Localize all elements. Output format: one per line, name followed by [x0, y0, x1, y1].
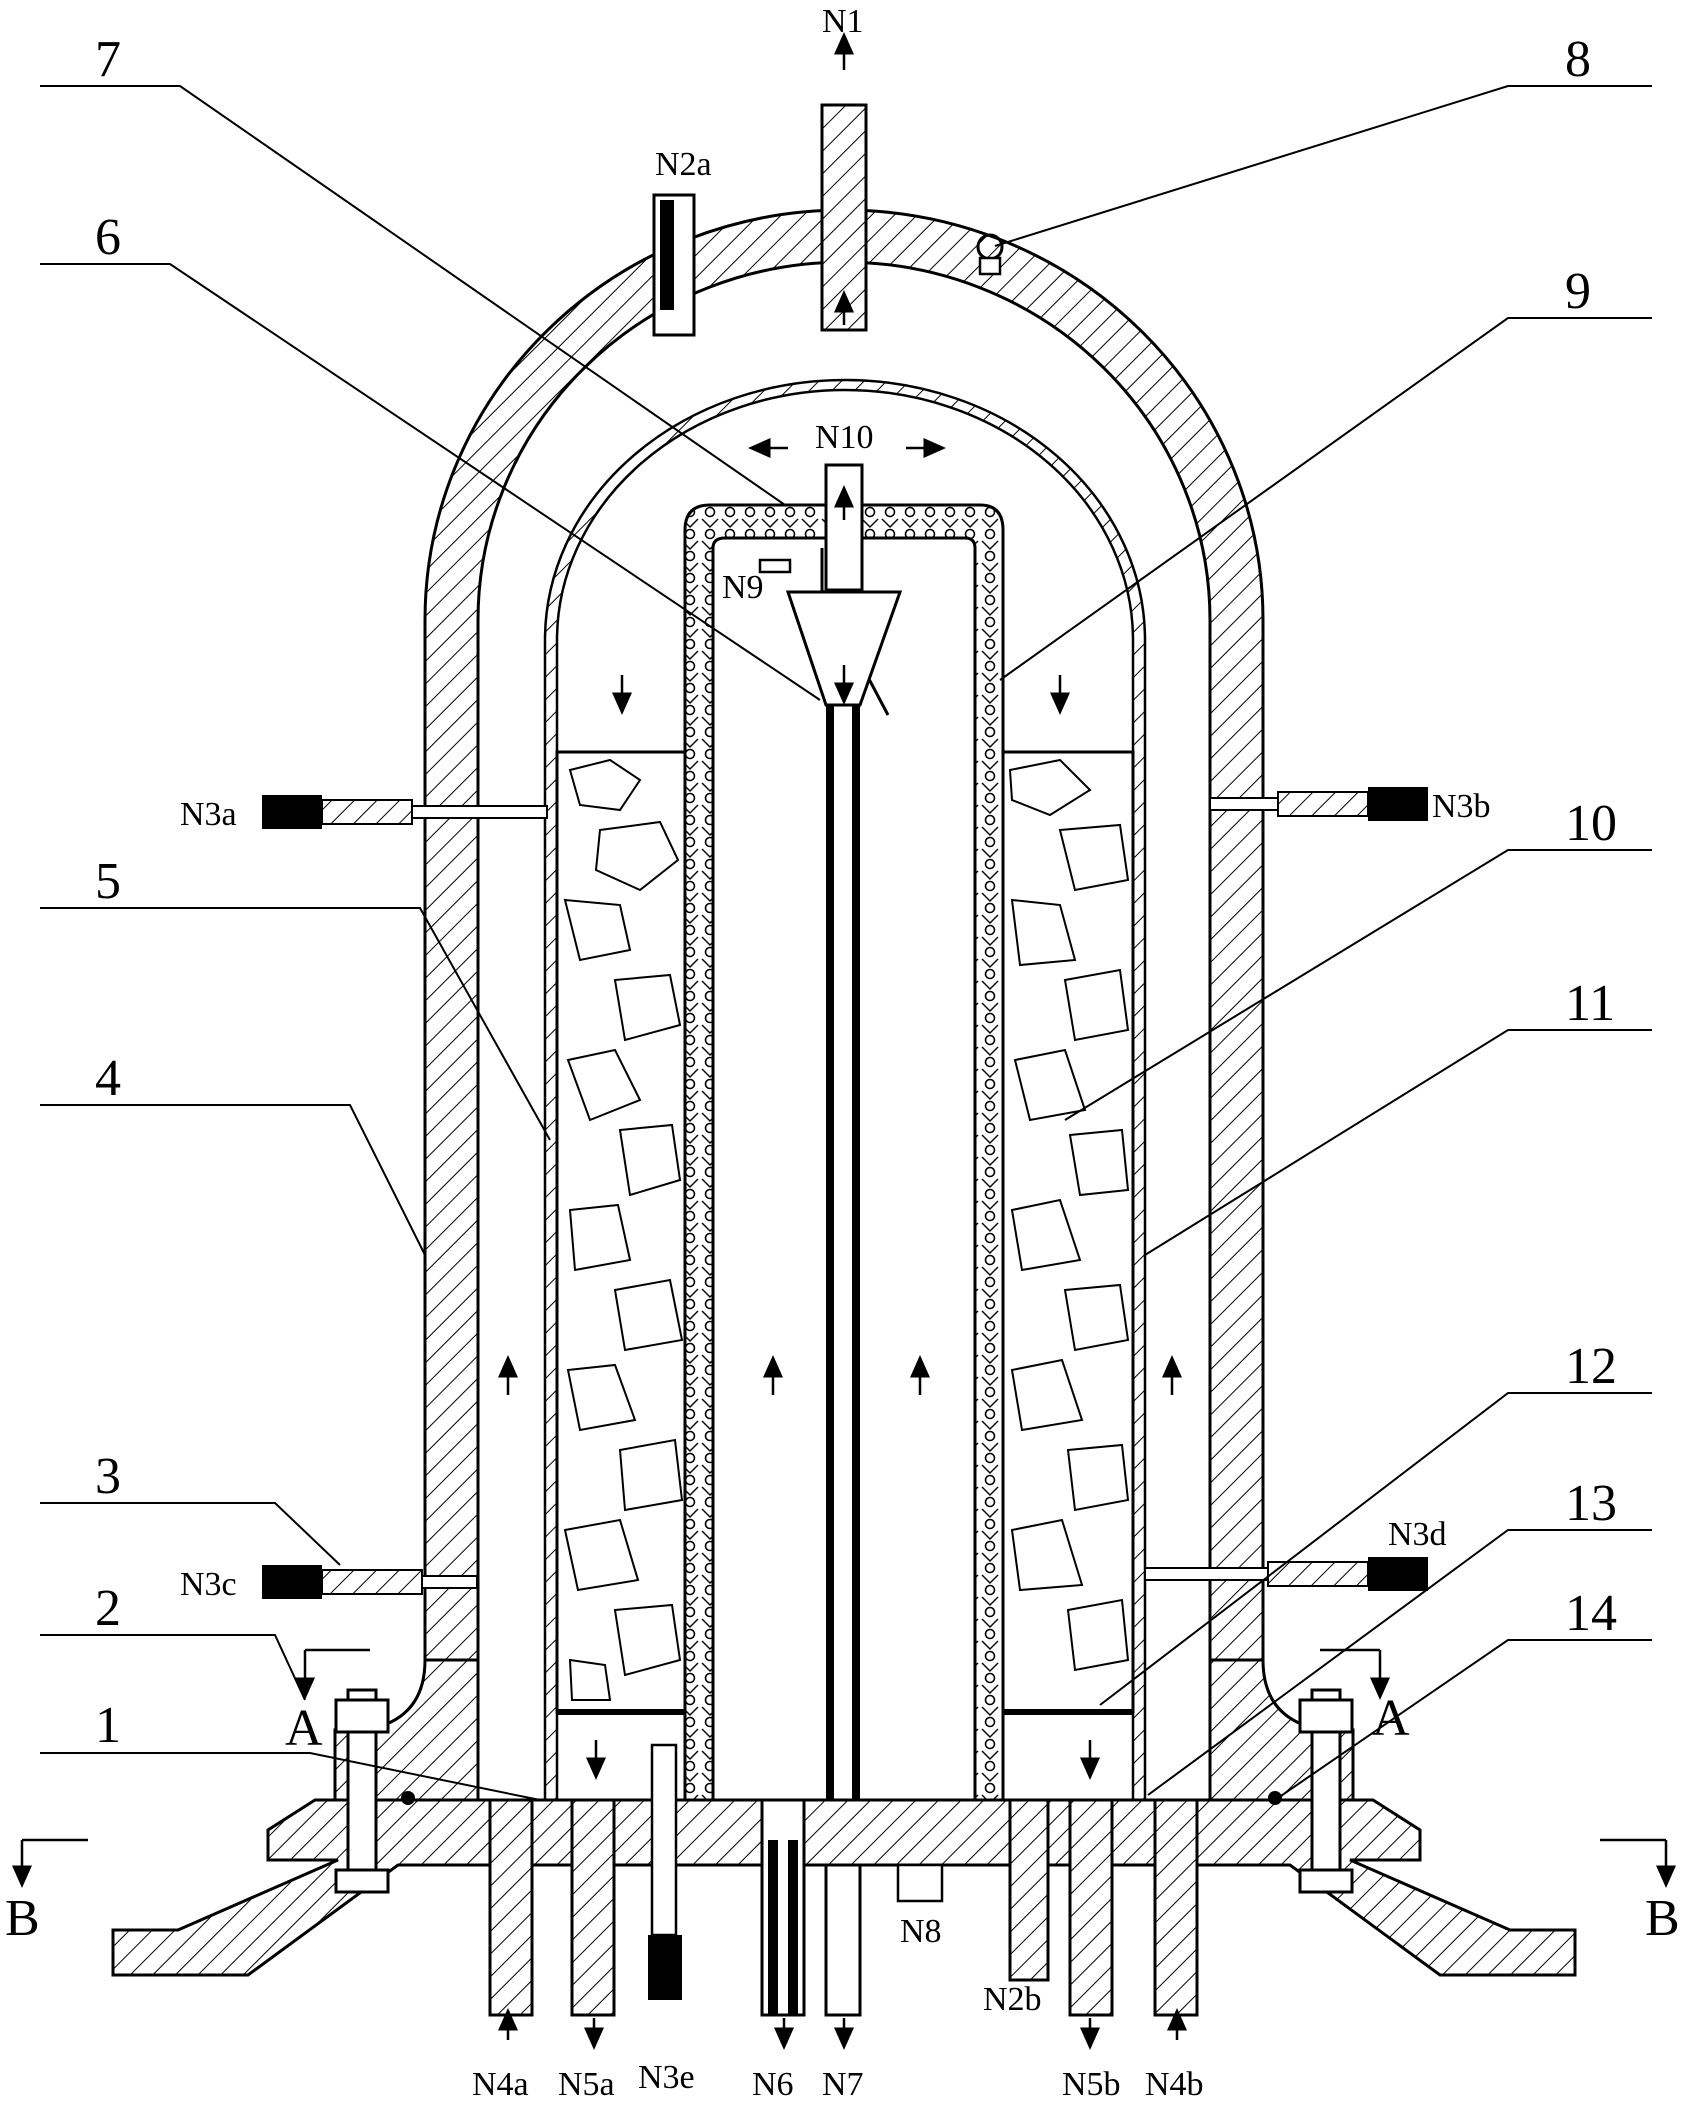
n2b-pipe — [1008, 1798, 1050, 1982]
catalyst-bed-left — [555, 750, 687, 1714]
seal-left — [401, 1791, 415, 1805]
nozzle-label-n3c: N3c — [180, 1566, 237, 1603]
n3e-thermowell — [648, 1743, 682, 2000]
section-marks — [12, 1648, 1676, 1888]
flow-arrows — [498, 32, 1187, 2050]
nozzle-label-n4a: N4a — [472, 2066, 529, 2103]
part-label-9: 9 — [1565, 263, 1591, 320]
nozzle-label-n9: N9 — [722, 569, 764, 606]
n3d-thermowell — [1144, 1557, 1428, 1591]
part-label-13: 13 — [1565, 1475, 1617, 1532]
catalyst-stones-left — [563, 758, 684, 1701]
nozzle-label-n5a: N5a — [558, 2066, 615, 2103]
part-label-5: 5 — [95, 853, 121, 910]
bolt-left — [334, 1688, 390, 1894]
part-label-14: 14 — [1565, 1585, 1617, 1642]
lifting-lug-icon — [976, 233, 1004, 276]
section-label-b-right: B — [1645, 1890, 1680, 1947]
catalyst-stones-right — [1008, 758, 1130, 1672]
part-label-1: 1 — [95, 1697, 121, 1754]
part-label-11: 11 — [1565, 975, 1615, 1032]
section-label-a-right: A — [1372, 1690, 1410, 1747]
seal-right — [1268, 1791, 1282, 1805]
part-label-12: 12 — [1565, 1338, 1617, 1395]
n5a-pipe — [570, 1798, 616, 2017]
nozzle-label-n1: N1 — [822, 3, 864, 40]
nozzle-label-n3b: N3b — [1432, 788, 1491, 825]
catalyst-bed-right — [1001, 750, 1135, 1714]
part-label-3: 3 — [95, 1448, 121, 1505]
nozzle-label-n8: N8 — [900, 1913, 942, 1950]
central-pipe-wall-left — [826, 705, 834, 1805]
n9-nozzle — [758, 558, 792, 574]
part-label-2: 2 — [95, 1580, 121, 1637]
n4a-pipe — [488, 1798, 534, 2017]
n10-outlet-pipe — [824, 463, 864, 592]
part-label-8: 8 — [1565, 31, 1591, 88]
section-label-a-left: A — [285, 1700, 323, 1757]
nozzle-label-n2a: N2a — [655, 146, 712, 183]
n6-pipe — [760, 1798, 806, 2017]
nozzle-label-n4b: N4b — [1145, 2066, 1204, 2103]
n5b-pipe — [1068, 1798, 1114, 2017]
part-label-4: 4 — [95, 1050, 121, 1107]
n1-pipe — [820, 103, 868, 332]
nozzle-label-n3a: N3a — [180, 796, 237, 833]
nozzle-label-n7: N7 — [822, 2066, 864, 2103]
nozzle-label-n6: N6 — [752, 2066, 794, 2103]
nozzle-label-n3d: N3d — [1388, 1516, 1447, 1553]
n3b-thermowell — [1209, 787, 1428, 821]
part-label-10: 10 — [1565, 795, 1617, 852]
n4b-pipe — [1153, 1798, 1199, 2017]
nozzle-label-n3e: N3e — [638, 2059, 695, 2096]
bolt-right — [1298, 1688, 1354, 1894]
part-label-7: 7 — [95, 31, 121, 88]
n3a-thermowell — [262, 795, 548, 829]
leader-lines — [40, 85, 1652, 1801]
n8-port — [896, 1863, 944, 1903]
base-flange — [111, 1798, 1577, 1977]
nozzle-label-n2b: N2b — [983, 1981, 1042, 2018]
section-label-b-left: B — [5, 1890, 40, 1947]
nozzle-label-n10: N10 — [815, 419, 874, 456]
nozzle-label-n5b: N5b — [1062, 2066, 1121, 2103]
part-label-6: 6 — [95, 209, 121, 266]
n3c-thermowell — [262, 1565, 478, 1599]
central-pipe-wall-right — [852, 705, 860, 1805]
